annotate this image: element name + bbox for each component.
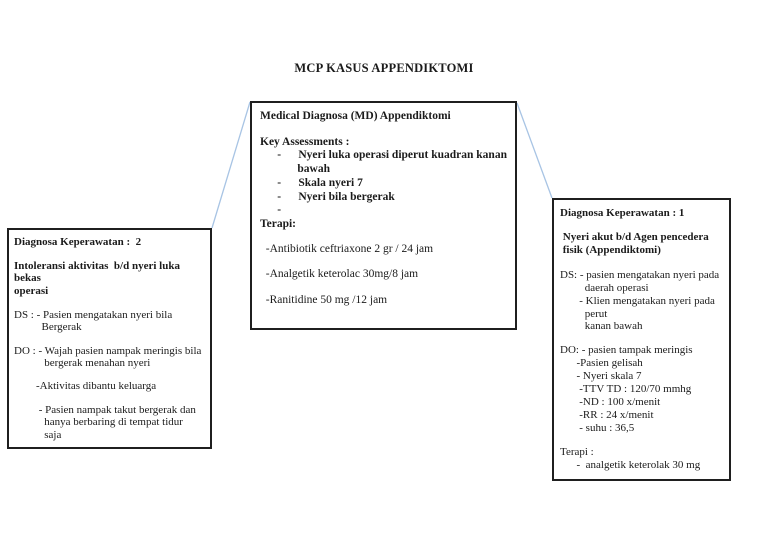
- text-line: -Ranitidine 50 mg /12 jam: [260, 293, 388, 306]
- nursing-diagnosis-1-body: DS: - pasien mengatakan nyeri pada daera…: [560, 269, 723, 472]
- connector-line-right: [516, 102, 553, 199]
- nursing-diagnosis-1-box: Diagnosa Keperawatan : 1 Nyeri akut b/d …: [552, 198, 731, 481]
- medical-diagnosis-box: Medical Diagnosa (MD) Appendiktomi Key A…: [250, 101, 517, 330]
- text-line: [14, 369, 205, 380]
- text-line: DO: - pasien tampak meringis: [560, 344, 693, 357]
- medical-diagnosis-title: Medical Diagnosa (MD) Appendiktomi: [260, 110, 451, 122]
- text-line: DS : - Pasien mengatakan nyeri bila: [14, 308, 173, 321]
- text-line: bawah: [260, 163, 330, 176]
- text-line: -RR : 24 x/menit: [560, 408, 654, 421]
- text-line: Bergerak: [14, 321, 82, 334]
- text-line: - Skala nyeri 7: [260, 176, 363, 189]
- nursing-diagnosis-2-subtitle: Intoleransi aktivitas b/d nyeri luka bek…: [14, 260, 205, 297]
- key-assessments-label: Key Assessments :: [260, 135, 350, 148]
- text-line: [260, 257, 507, 269]
- text-line: hanya berbaring di tempat tidur: [14, 416, 183, 429]
- text-line: Intoleransi aktivitas b/d nyeri luka bek…: [14, 259, 183, 285]
- text-line: - suhu : 36,5: [560, 421, 635, 434]
- text-line: -: [260, 204, 282, 217]
- text-line: [560, 333, 723, 344]
- key-assessments-list: - Nyeri luka operasi diperut kuadran kan…: [260, 149, 507, 218]
- nursing-diagnosis-2-title: Diagnosa Keperawatan : 2: [14, 236, 142, 248]
- text-line: bergerak menahan nyeri: [14, 356, 151, 369]
- text-line: perut: [560, 307, 608, 320]
- text-line: saja: [14, 428, 62, 441]
- text-line: fisik (Appendiktomi): [560, 244, 661, 257]
- text-line: -ND : 100 x/menit: [560, 395, 661, 408]
- text-line: - analgetik keterolak 30 mg: [560, 458, 701, 471]
- text-line: [260, 232, 507, 244]
- nursing-diagnosis-1-title: Diagnosa Keperawatan : 1: [560, 207, 685, 219]
- text-line: [14, 334, 205, 345]
- text-line: kanan bawah: [560, 320, 643, 333]
- text-line: DO : - Wajah pasien nampak meringis bila: [14, 344, 202, 357]
- text-line: DS: - pasien mengatakan nyeri pada: [560, 268, 720, 281]
- nursing-diagnosis-2-box: Diagnosa Keperawatan : 2 Intoleransi akt…: [7, 228, 212, 449]
- text-line: - Nyeri luka operasi diperut kuadran kan…: [260, 149, 507, 162]
- text-line: Nyeri akut b/d Agen pencedera: [560, 231, 709, 244]
- text-line: -Aktivitas dibantu keluarga: [14, 380, 157, 393]
- text-line: -TTV TD : 120/70 mmhg: [560, 383, 692, 396]
- text-line: - Klien mengatakan nyeri pada: [560, 294, 715, 307]
- text-line: - Pasien nampak takut bergerak dan: [14, 403, 196, 416]
- text-line: operasi: [14, 284, 49, 297]
- connector-line-left: [211, 101, 251, 229]
- text-line: [14, 393, 205, 404]
- text-line: -Analgetik keterolac 30mg/8 jam: [260, 268, 419, 281]
- text-line: - Nyeri bila bergerak: [260, 190, 395, 203]
- text-line: - Nyeri skala 7: [560, 370, 642, 383]
- terapi-label: Terapi:: [260, 217, 296, 230]
- text-line: daerah operasi: [560, 281, 649, 294]
- nursing-diagnosis-2-body: DS : - Pasien mengatakan nyeri bila Berg…: [14, 309, 205, 441]
- therapy-list: -Antibiotik ceftriaxone 2 gr / 24 jam -A…: [260, 232, 507, 308]
- text-line: [260, 282, 507, 294]
- nursing-diagnosis-1-subtitle: Nyeri akut b/d Agen pencedera fisik (App…: [560, 231, 723, 257]
- text-line: -Pasien gelisah: [560, 357, 643, 370]
- text-line: [560, 435, 723, 446]
- text-line: Terapi :: [560, 445, 594, 458]
- page-title: MCP KASUS APPENDIKTOMI: [294, 61, 474, 75]
- text-line: -Antibiotik ceftriaxone 2 gr / 24 jam: [260, 243, 434, 256]
